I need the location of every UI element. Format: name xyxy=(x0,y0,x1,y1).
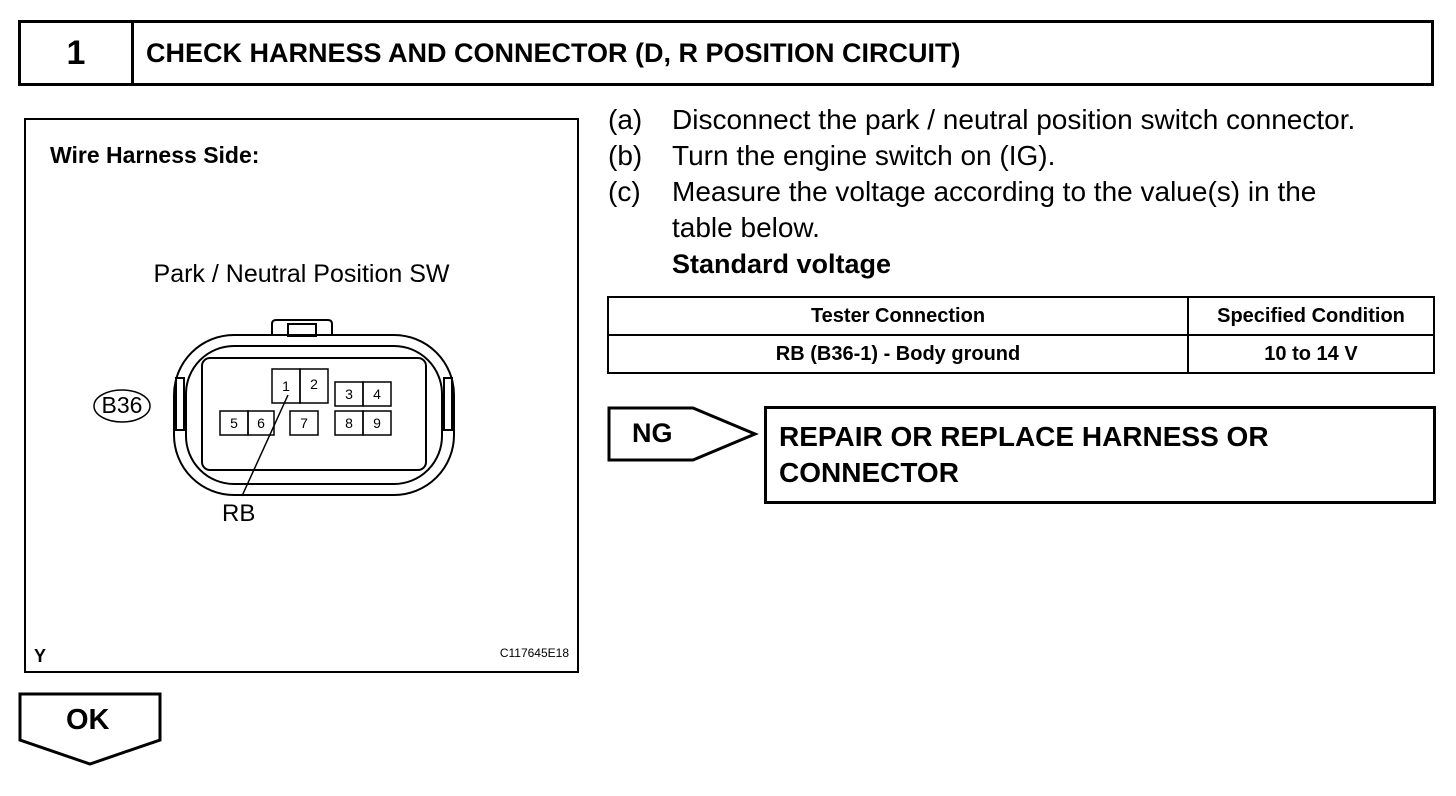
wire-label-rb: RB xyxy=(222,500,256,527)
instruction-item: (c) Measure the voltage according to the… xyxy=(608,174,1448,246)
step-header: 1 CHECK HARNESS AND CONNECTOR (D, R POSI… xyxy=(18,20,1434,86)
figure-code: C117645E18 xyxy=(499,646,569,660)
instruction-letter: (b) xyxy=(608,140,643,171)
connector-latch xyxy=(271,319,333,336)
instruction-text: Disconnect the park / neutral position s… xyxy=(672,104,1356,135)
instruction-item: (a) Disconnect the park / neutral positi… xyxy=(608,102,1448,138)
connector-label: B36 xyxy=(101,392,143,418)
pin-1: 1 xyxy=(282,378,290,394)
instruction-item: (b) Turn the engine switch on (IG). xyxy=(608,138,1448,174)
orientation-mark: Y xyxy=(34,646,47,666)
pin-6: 6 xyxy=(257,415,265,431)
table-cell: 10 to 14 V xyxy=(1187,334,1435,374)
pin-8: 8 xyxy=(345,415,353,431)
instruction-letter: (a) xyxy=(608,104,643,135)
table-cell: RB (B36-1) - Body ground xyxy=(607,334,1189,374)
rb-leader-line xyxy=(241,394,289,497)
ok-arrow xyxy=(18,692,162,766)
pin-7: 7 xyxy=(300,415,308,431)
connector-housing-inner xyxy=(185,345,443,485)
instruction-text: Measure the voltage according to the val… xyxy=(672,176,1317,243)
standard-voltage-heading: Standard voltage xyxy=(672,249,892,279)
pin-2: 2 xyxy=(310,376,318,392)
pin-9: 9 xyxy=(373,415,381,431)
pin-4: 4 xyxy=(373,386,381,402)
ng-arrow xyxy=(607,406,759,462)
ok-label: OK xyxy=(66,704,110,736)
step-number: 1 xyxy=(21,23,134,83)
table-header-cell: Specified Condition xyxy=(1187,296,1435,336)
figure-heading: Wire Harness Side: xyxy=(50,142,260,168)
switch-caption: Park / Neutral Position SW xyxy=(153,260,450,288)
connector-figure: Wire Harness Side: Park / Neutral Positi… xyxy=(24,118,579,673)
ng-result-box: REPAIR OR REPLACE HARNESS OR CONNECTOR xyxy=(764,406,1436,504)
connector-cavity xyxy=(201,357,427,471)
ng-label: NG xyxy=(632,418,673,448)
spec-table: Tester Connection Specified Condition RB… xyxy=(607,296,1435,374)
pin-3: 3 xyxy=(345,386,353,402)
step-title: CHECK HARNESS AND CONNECTOR (D, R POSITI… xyxy=(146,37,961,68)
connector-diagram xyxy=(93,319,455,497)
pin-5: 5 xyxy=(230,415,238,431)
instruction-text: Turn the engine switch on (IG). xyxy=(672,140,1056,171)
connector-label-ellipse xyxy=(93,389,151,423)
table-header-cell: Tester Connection xyxy=(607,296,1189,336)
instruction-list: (a) Disconnect the park / neutral positi… xyxy=(608,102,1448,282)
table-row: RB (B36-1) - Body ground 10 to 14 V xyxy=(607,334,1435,374)
table-header-row: Tester Connection Specified Condition xyxy=(607,296,1435,336)
instruction-letter: (c) xyxy=(608,176,641,207)
